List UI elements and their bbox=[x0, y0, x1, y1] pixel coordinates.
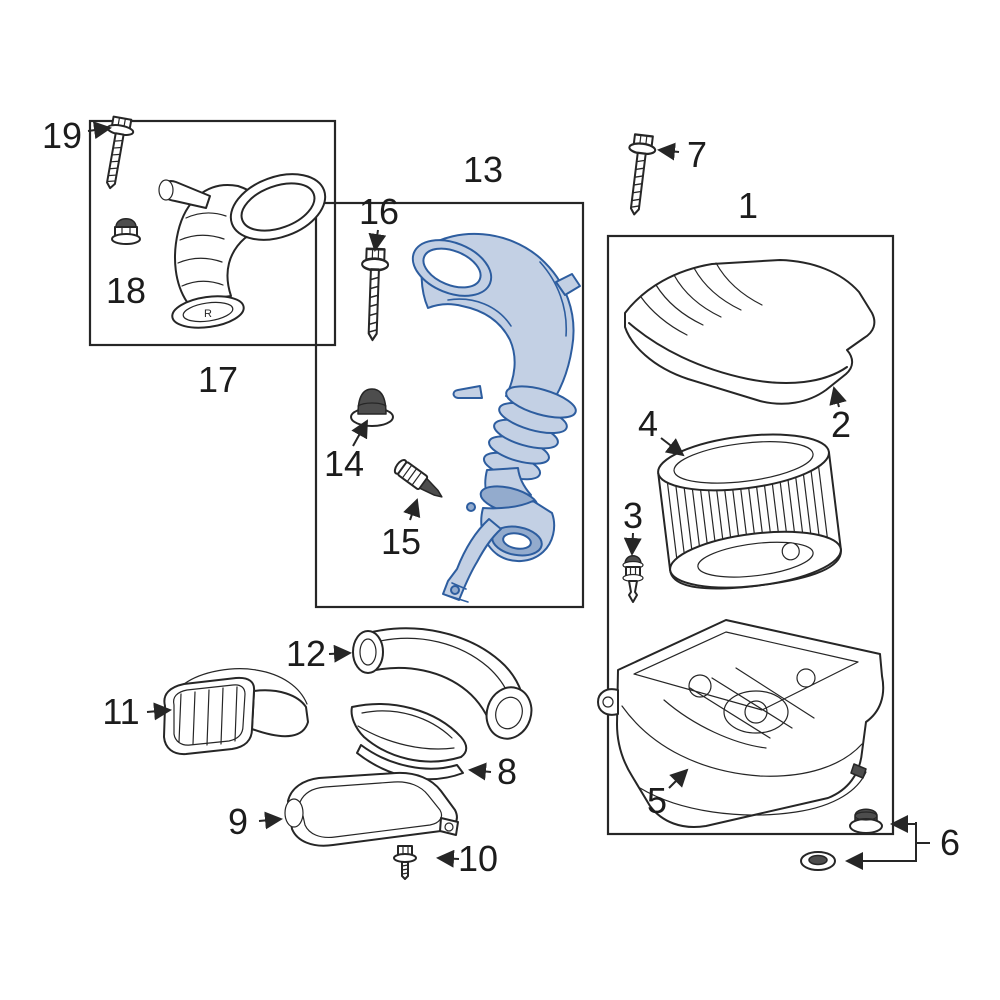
group-box-1 bbox=[606, 234, 895, 836]
part-17-inlet-tube: R bbox=[158, 173, 327, 329]
callout-1: 1 bbox=[737, 185, 759, 226]
arrow-callout-10 bbox=[436, 849, 460, 868]
callout-3: 3 bbox=[622, 495, 644, 536]
callout-8: 8 bbox=[496, 751, 518, 792]
arrow-callout-3 bbox=[623, 532, 642, 556]
part-2-air-cleaner-cover bbox=[624, 259, 876, 405]
part-5-air-cleaner-housing bbox=[597, 619, 885, 828]
callout-7: 7 bbox=[686, 134, 708, 175]
group-box-13 bbox=[314, 201, 585, 609]
group-box-17 bbox=[88, 119, 337, 347]
arrow-callout-5 bbox=[668, 768, 689, 789]
part-10-screw bbox=[393, 845, 417, 880]
part-6-grommets bbox=[800, 808, 883, 871]
arrow-callout-9 bbox=[258, 811, 283, 830]
callout-12: 12 bbox=[285, 633, 327, 674]
part-3-vent-valve bbox=[622, 555, 644, 603]
part-8-deflector bbox=[350, 703, 468, 781]
arrow-callout-14 bbox=[351, 419, 368, 447]
part-13-air-intake-hose bbox=[411, 232, 581, 603]
callout-11: 11 bbox=[102, 691, 140, 732]
callout-9: 9 bbox=[227, 801, 249, 842]
part-4-air-filter-element bbox=[657, 433, 842, 590]
part-14-grommet bbox=[350, 388, 394, 427]
callout-6: 6 bbox=[939, 822, 961, 863]
arrow-callout-7 bbox=[657, 142, 680, 161]
callout-2: 2 bbox=[830, 404, 852, 445]
arrow-callout-4 bbox=[660, 437, 685, 457]
arrow-callout-12 bbox=[328, 644, 352, 663]
callout-18: 18 bbox=[105, 270, 147, 311]
callout-10: 10 bbox=[457, 838, 499, 879]
part-15-valve-fitting bbox=[393, 459, 443, 498]
part-16-bolt bbox=[358, 247, 390, 342]
part-7-bolt bbox=[620, 132, 658, 218]
part-19-bolt bbox=[96, 114, 137, 192]
callout-15: 15 bbox=[380, 521, 422, 562]
part-11-inlet-duct bbox=[163, 668, 309, 756]
callout-13: 13 bbox=[462, 149, 504, 190]
callout-17: 17 bbox=[197, 359, 239, 400]
callout-16: 16 bbox=[358, 191, 400, 232]
part-18-cap-nut bbox=[111, 218, 141, 245]
r-marking: R bbox=[204, 308, 212, 320]
callout-14: 14 bbox=[323, 443, 365, 484]
callout-4: 4 bbox=[637, 403, 659, 444]
arrow-callout-2 bbox=[829, 386, 847, 408]
arrow-callout-15 bbox=[403, 498, 421, 521]
callout-5: 5 bbox=[646, 780, 668, 821]
part-12-elbow-hose bbox=[352, 627, 533, 740]
bracket-callout-6 bbox=[915, 822, 930, 862]
part-9-lower-duct bbox=[284, 771, 459, 847]
arrow-callout-16 bbox=[368, 229, 387, 252]
arrow-callout-8 bbox=[468, 762, 492, 781]
arrow-callout-11 bbox=[146, 702, 172, 721]
callout-19: 19 bbox=[41, 115, 83, 156]
arrow-callout-19 bbox=[87, 121, 112, 140]
callout-arrows bbox=[87, 121, 930, 870]
